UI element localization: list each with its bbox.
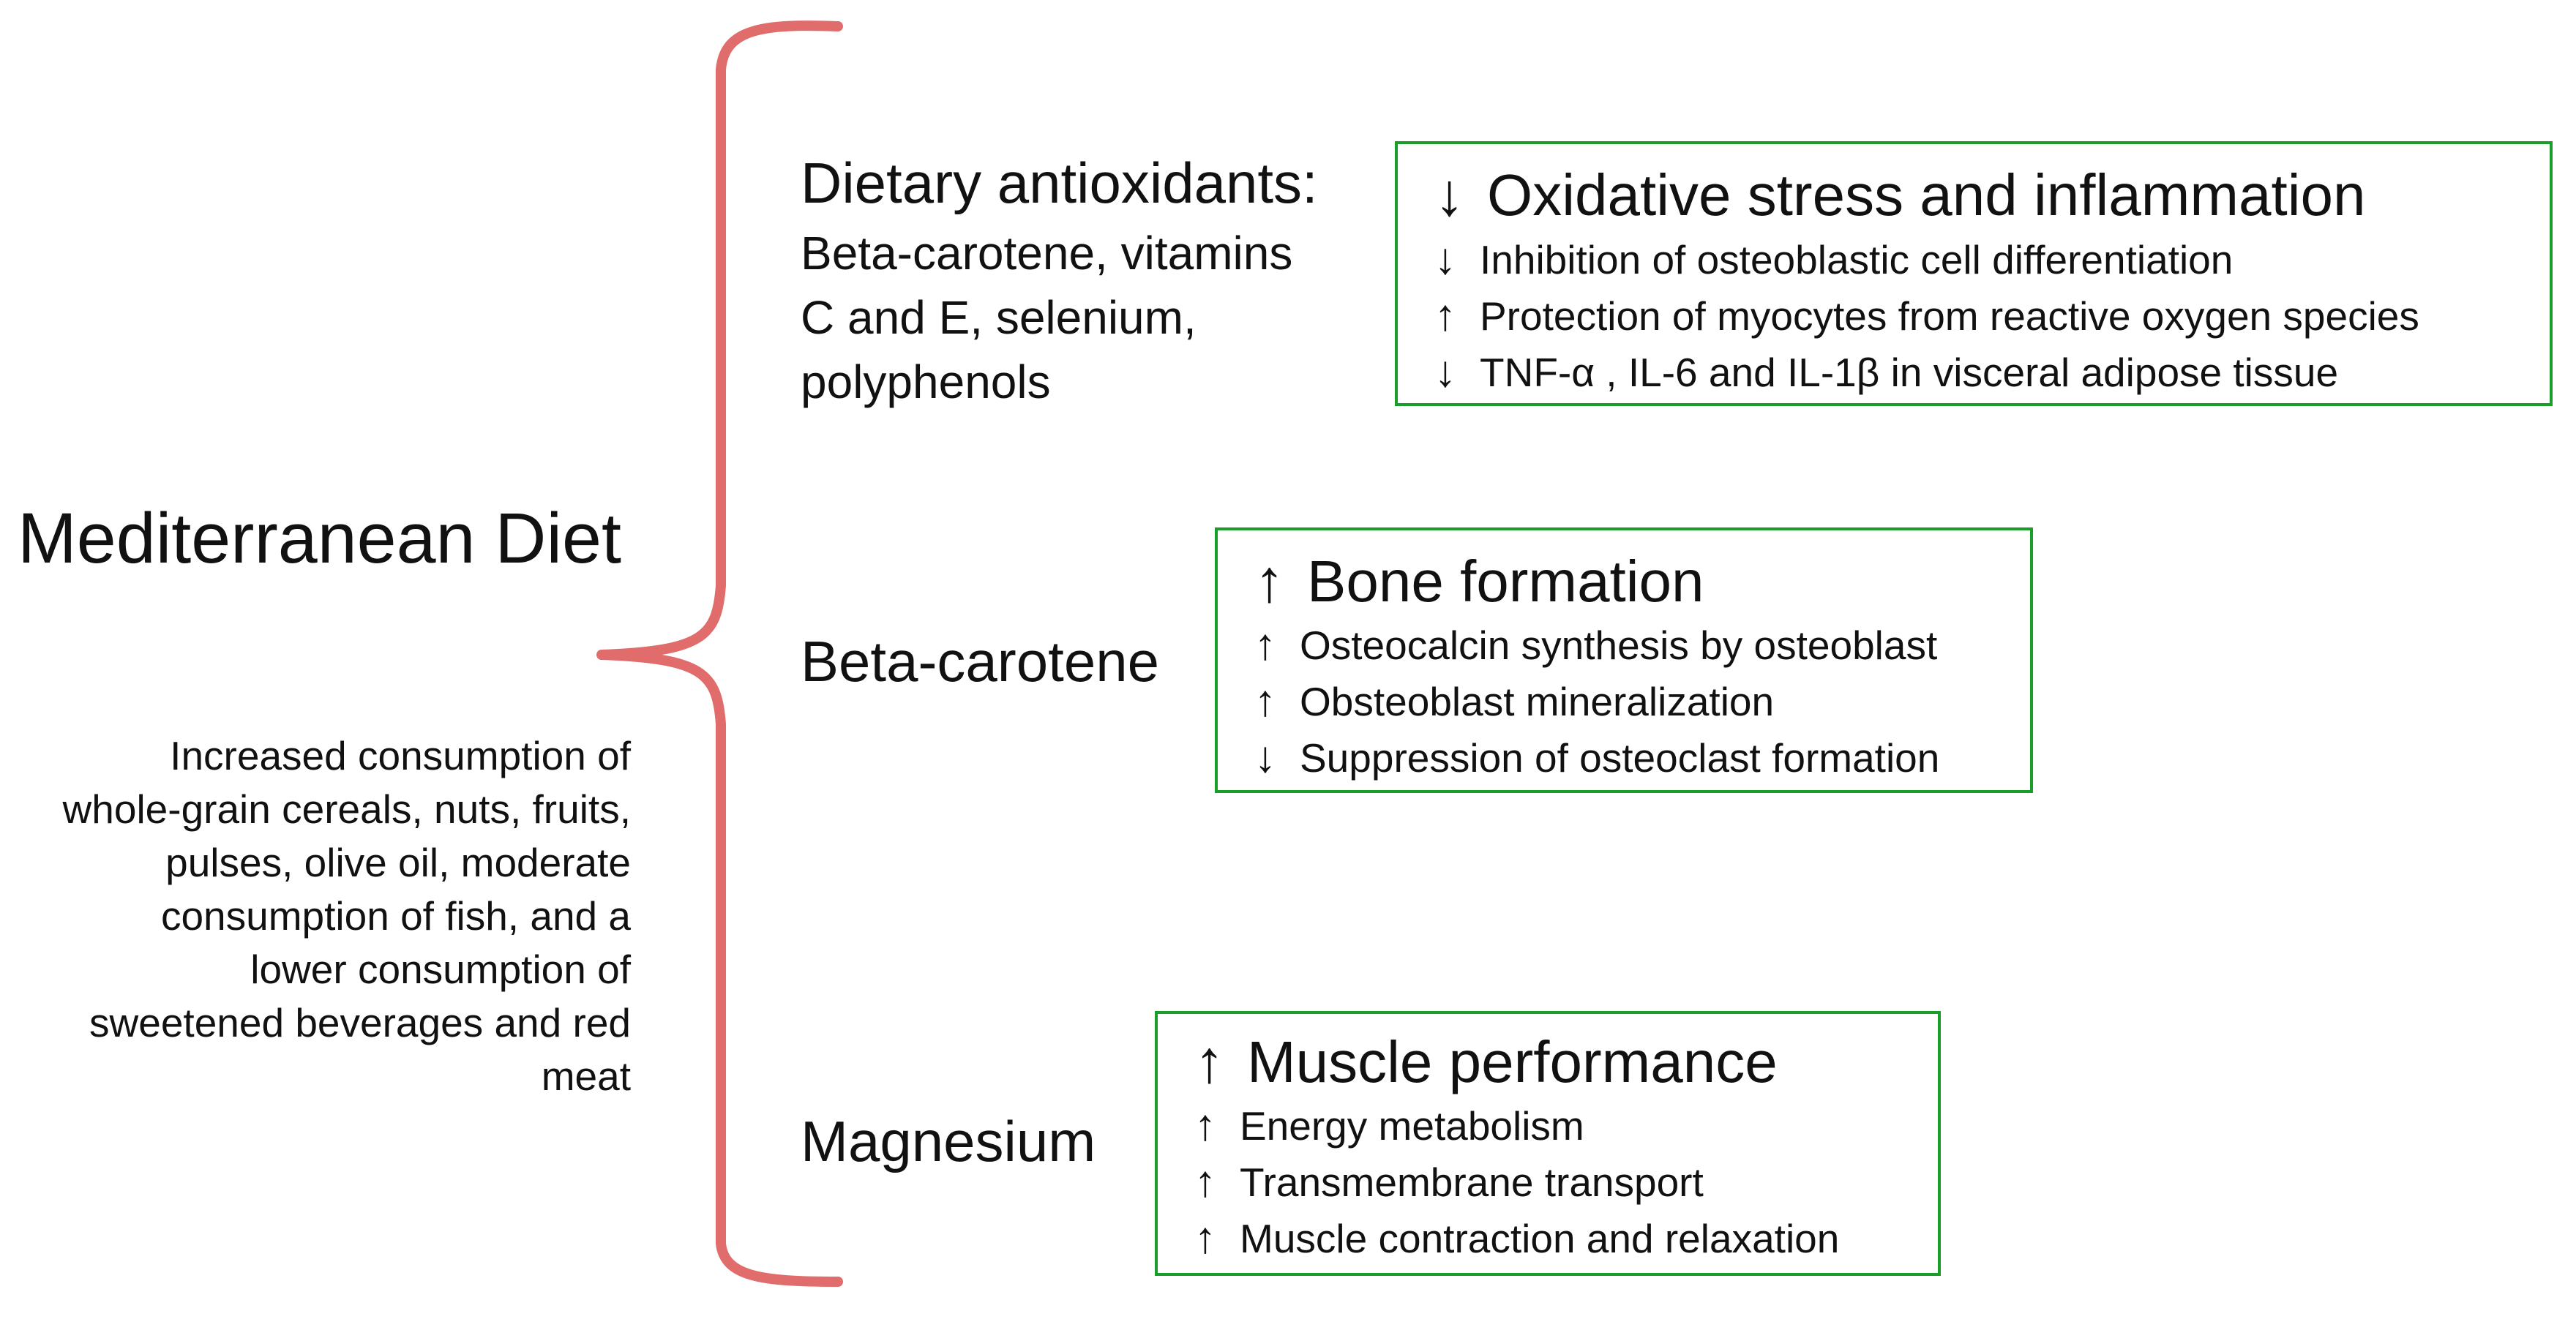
arrow-up-icon: ↑	[1254, 548, 1284, 615]
effect-item: ↑ Transmembrane transport	[1194, 1154, 1938, 1210]
arrow-up-icon: ↑	[1254, 676, 1276, 725]
effect-title: ↑ Bone formation	[1254, 546, 2030, 617]
effect-title-text: Muscle performance	[1247, 1029, 1778, 1094]
category-heading-beta-carotene: Beta-carotene	[801, 629, 1159, 694]
effect-title-text: Bone formation	[1307, 549, 1704, 614]
category-detail-line: Beta-carotene, vitamins	[801, 226, 1293, 279]
arrow-up-icon: ↑	[1194, 1213, 1216, 1262]
arrow-up-icon: ↑	[1194, 1029, 1224, 1095]
category-detail-line: C and E, selenium,	[801, 290, 1197, 344]
effect-item: ↓ TNF-α , IL-6 and IL-1β in visceral adi…	[1434, 345, 2550, 399]
effect-title: ↑ Muscle performance	[1194, 1027, 1938, 1097]
category-heading-magnesium: Magnesium	[801, 1109, 1096, 1173]
effect-title: ↓ Oxidative stress and inflammation	[1434, 160, 2550, 230]
diet-description: Increased consumption of whole-grain cer…	[62, 733, 631, 1099]
effect-item-text: Obsteoblast mineralization	[1300, 679, 1775, 724]
effect-item: ↑ Osteocalcin synthesis by osteoblast	[1254, 617, 2030, 673]
arrow-down-icon: ↓	[1434, 234, 1456, 283]
effect-item-text: Transmembrane transport	[1240, 1160, 1704, 1205]
category-heading: Dietary antioxidants:	[801, 151, 1318, 215]
arrow-up-icon: ↑	[1194, 1100, 1216, 1149]
brace-path	[596, 20, 843, 1287]
effect-item: ↑ Protection of myocytes from reactive o…	[1434, 288, 2550, 343]
effect-item: ↓ Suppression of osteoclast formation	[1254, 729, 2030, 786]
arrow-up-icon: ↑	[1434, 290, 1456, 339]
effect-box-bone-formation: ↑ Bone formation ↑ Osteocalcin synthesis…	[1215, 527, 2033, 793]
arrow-up-icon: ↑	[1254, 620, 1276, 669]
effect-item-text: Suppression of osteoclast formation	[1300, 735, 1940, 781]
category-antioxidants: Dietary antioxidants: Beta-carotene, vit…	[801, 151, 1318, 414]
effect-item: ↑ Muscle contraction and relaxation	[1194, 1210, 1938, 1266]
effect-item-text: Energy metabolism	[1240, 1103, 1584, 1149]
effect-box-muscle-performance: ↑ Muscle performance ↑ Energy metabolism…	[1155, 1011, 1941, 1276]
effect-box-oxidative-stress: ↓ Oxidative stress and inflammation ↓ In…	[1395, 141, 2553, 406]
arrow-down-icon: ↓	[1434, 347, 1456, 396]
effect-item-text: TNF-α , IL-6 and IL-1β in visceral adipo…	[1480, 350, 2339, 395]
arrow-down-icon: ↓	[1434, 162, 1464, 228]
effect-item: ↑ Obsteoblast mineralization	[1254, 673, 2030, 729]
category-detail-line: polyphenols	[801, 355, 1051, 408]
effect-item: ↑ Energy metabolism	[1194, 1097, 1938, 1154]
effect-item: ↓ Inhibition of osteoblastic cell differ…	[1434, 232, 2550, 287]
effect-item-text: Muscle contraction and relaxation	[1240, 1216, 1840, 1261]
arrow-down-icon: ↓	[1254, 732, 1276, 781]
diagram-title: Mediterranean Diet	[18, 498, 621, 578]
effect-title-text: Oxidative stress and inflammation	[1487, 162, 2366, 228]
effect-item-text: Inhibition of osteoblastic cell differen…	[1480, 237, 2234, 282]
effect-item-text: Osteocalcin synthesis by osteoblast	[1300, 623, 1938, 668]
effect-item-text: Protection of myocytes from reactive oxy…	[1480, 293, 2419, 339]
arrow-up-icon: ↑	[1194, 1157, 1216, 1206]
